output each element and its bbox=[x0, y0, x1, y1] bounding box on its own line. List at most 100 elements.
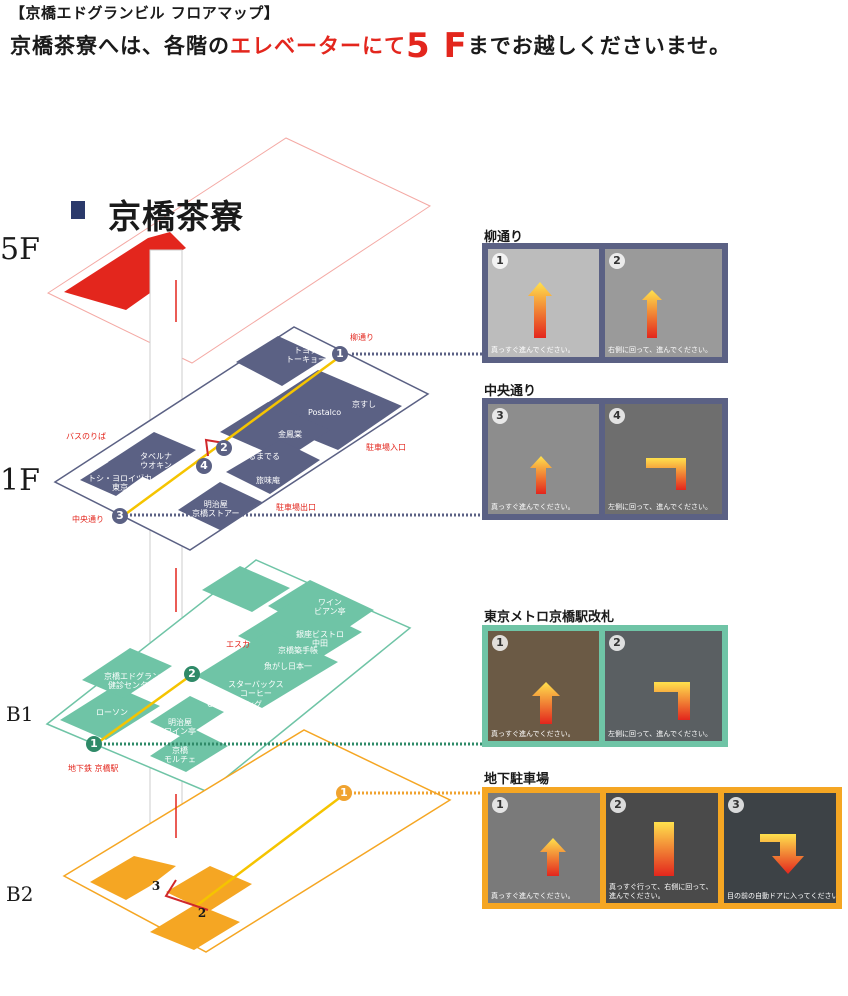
panel-1-photo-1: 1 真っすぐ進んでください。 bbox=[488, 249, 599, 357]
photo-number: 4 bbox=[609, 408, 625, 424]
label-lawson: ローソン bbox=[96, 708, 128, 717]
panel-3: 1 真っすぐ進んでください。 2 左側に回って、進んでください。 bbox=[482, 625, 728, 747]
floor-b2-outline bbox=[62, 729, 452, 953]
label-toshi: トシ・ヨロイヅカ東京 bbox=[88, 474, 152, 493]
label-meiji: 明治屋京橋ストアー bbox=[192, 500, 240, 519]
photo-caption: 左側に回って、進んでください。 bbox=[608, 729, 712, 738]
label-parking-out: 駐車場出口 bbox=[276, 503, 316, 512]
photo-caption: 真っすぐ行って、右側に回って、進んでください。 bbox=[609, 883, 713, 900]
header: 【京橋エドグランビル フロアマップ】 京橋茶寮へは、各階のエレベーターにて5 F… bbox=[10, 2, 840, 66]
page-headline: 京橋茶寮へは、各階のエレベーターにて5 Fまでお越しくださいませ。 bbox=[10, 26, 731, 66]
label-ttak: エスカ bbox=[226, 640, 250, 649]
store-lawson bbox=[60, 686, 160, 740]
store-postalco bbox=[250, 370, 402, 450]
label-chuo: 中央通り bbox=[72, 515, 104, 524]
pin-b2-1: 1 bbox=[336, 785, 352, 801]
store-meiji bbox=[178, 482, 262, 530]
store-b1-a bbox=[202, 566, 290, 612]
store-meijiwine bbox=[150, 696, 224, 738]
page-subtitle: 【京橋エドグランビル フロアマップ】 bbox=[10, 4, 280, 22]
store-medical bbox=[82, 648, 172, 698]
photo-number: 3 bbox=[728, 797, 744, 813]
panel-4: 1 真っすぐ進んでください。 2 真っすぐ行って、右側に回って、進んでください。… bbox=[482, 787, 842, 909]
pin-1f-1: 1 bbox=[332, 346, 348, 362]
label-parking-in: 駐車場入口 bbox=[366, 443, 406, 452]
panel-2: 3 真っすぐ進んでください。 4 左側に回って、進んでください。 bbox=[482, 398, 728, 520]
photo-number: 1 bbox=[492, 253, 508, 269]
label-ryokan: 旅味庵 bbox=[256, 476, 280, 485]
label-bus: バスのりば bbox=[66, 432, 106, 441]
photo-number: 1 bbox=[492, 797, 508, 813]
pin-1f-4: 4 bbox=[196, 458, 212, 474]
photo-number: 3 bbox=[492, 408, 508, 424]
label-medical: 京橋エドグラン健診センター bbox=[104, 672, 160, 691]
photo-number: 2 bbox=[609, 253, 625, 269]
photo-caption: 左側に回って、進んでください。 bbox=[608, 502, 712, 511]
b2-area-a bbox=[90, 856, 176, 900]
label-postalco: Postalco bbox=[308, 408, 342, 417]
label-wine: ワインビアン亭 bbox=[314, 598, 346, 617]
panel-1: 1 真っすぐ進んでください。 2 右側に回って、進んでください。 bbox=[482, 243, 728, 363]
b2-area-b bbox=[166, 866, 252, 912]
panel-3-title: 東京メトロ京橋駅改札 bbox=[484, 610, 615, 625]
floor-5f-outline bbox=[46, 137, 432, 364]
b2-area-c bbox=[150, 904, 240, 950]
photo-caption: 真っすぐ進んでください。 bbox=[491, 729, 575, 738]
pin-1f-3: 3 bbox=[112, 508, 128, 524]
label-station: 地下鉄 京橋駅 bbox=[68, 764, 119, 773]
floor-label-1f: 1F bbox=[0, 463, 40, 498]
pin-b2-3: 3 bbox=[151, 879, 161, 893]
label-yanagi: 柳通り bbox=[350, 333, 374, 342]
floor-label-b1: B1 bbox=[6, 702, 34, 726]
brand-seal bbox=[71, 201, 85, 219]
store-ryokan bbox=[226, 440, 320, 494]
headline-post: までお越しください bbox=[467, 34, 666, 58]
panel-2-title: 中央通り bbox=[484, 384, 537, 399]
route-b2 bbox=[195, 795, 343, 907]
brand-name: 京橋茶寮 bbox=[108, 197, 244, 236]
panel-4-photo-2: 2 真っすぐ行って、右側に回って、進んでください。 bbox=[606, 793, 718, 903]
label-bistro: 銀座ビストロ中田 bbox=[296, 630, 344, 649]
label-uogashi: 魚がし日本一 bbox=[264, 662, 312, 671]
photo-caption: 真っすぐ進んでください。 bbox=[491, 345, 575, 354]
label-kinsui: 金鳳棠 bbox=[278, 430, 302, 439]
photo-caption: 目の前の自動ドアに入ってください。 bbox=[727, 891, 836, 900]
label-meijiwine: 明治屋ワイン亭 bbox=[164, 718, 196, 737]
panel-1-title: 柳通り bbox=[484, 230, 524, 245]
label-guri: ぐりるまでる bbox=[232, 452, 280, 461]
panel-2-photo-2: 4 左側に回って、進んでください。 bbox=[605, 404, 722, 514]
photo-number: 2 bbox=[609, 635, 625, 651]
store-b1-d bbox=[196, 630, 338, 708]
panel-1-photo-2: 2 右側に回って、進んでください。 bbox=[605, 249, 722, 357]
label-starbucks: スターバックスコーヒー bbox=[228, 680, 284, 699]
store-kyobashi bbox=[150, 728, 228, 772]
route-1f bbox=[122, 353, 343, 518]
label-kyobashi: 京橋モルチェ bbox=[164, 746, 196, 765]
label-toyota: トヨタトーキョー bbox=[286, 346, 326, 365]
arrow-b2 bbox=[164, 879, 209, 911]
pin-1f-2: 2 bbox=[216, 440, 232, 456]
headline-elevator: エレベーターにて bbox=[230, 34, 406, 58]
floor-label-b2: B2 bbox=[6, 882, 34, 906]
panel-4-photo-3: 3 目の前の自動ドアに入ってください。 bbox=[724, 793, 836, 903]
pin-b2-2: 2 bbox=[197, 906, 207, 920]
panel-3-photo-2: 2 左側に回って、進んでください。 bbox=[605, 631, 722, 741]
panel-4-photo-1: 1 真っすぐ進んでください。 bbox=[488, 793, 600, 903]
label-kyosushi: 京すし bbox=[352, 400, 376, 409]
route-b1 bbox=[95, 674, 191, 746]
photo-caption: 右側に回って、進んでください。 bbox=[608, 345, 712, 354]
photo-caption: 真っすぐ進んでください。 bbox=[491, 502, 575, 511]
headline-end: ませ。 bbox=[665, 34, 732, 58]
label-taverna: タベルナウオキン bbox=[140, 452, 172, 471]
store-kinsui bbox=[220, 402, 330, 460]
label-kyobashikyo: 京橋築手帳 bbox=[278, 646, 318, 655]
floor-label-5f: 5F bbox=[0, 232, 40, 267]
panel-4-title: 地下駐車場 bbox=[484, 772, 550, 787]
photo-caption: 真っすぐ進んでください。 bbox=[491, 891, 575, 900]
panel-2-photo-1: 3 真っすぐ進んでください。 bbox=[488, 404, 599, 514]
headline-floor: 5 F bbox=[406, 26, 468, 66]
elevator-shaft bbox=[149, 249, 183, 891]
store-toyota bbox=[236, 336, 326, 386]
pin-b1-2: 2 bbox=[184, 666, 200, 682]
